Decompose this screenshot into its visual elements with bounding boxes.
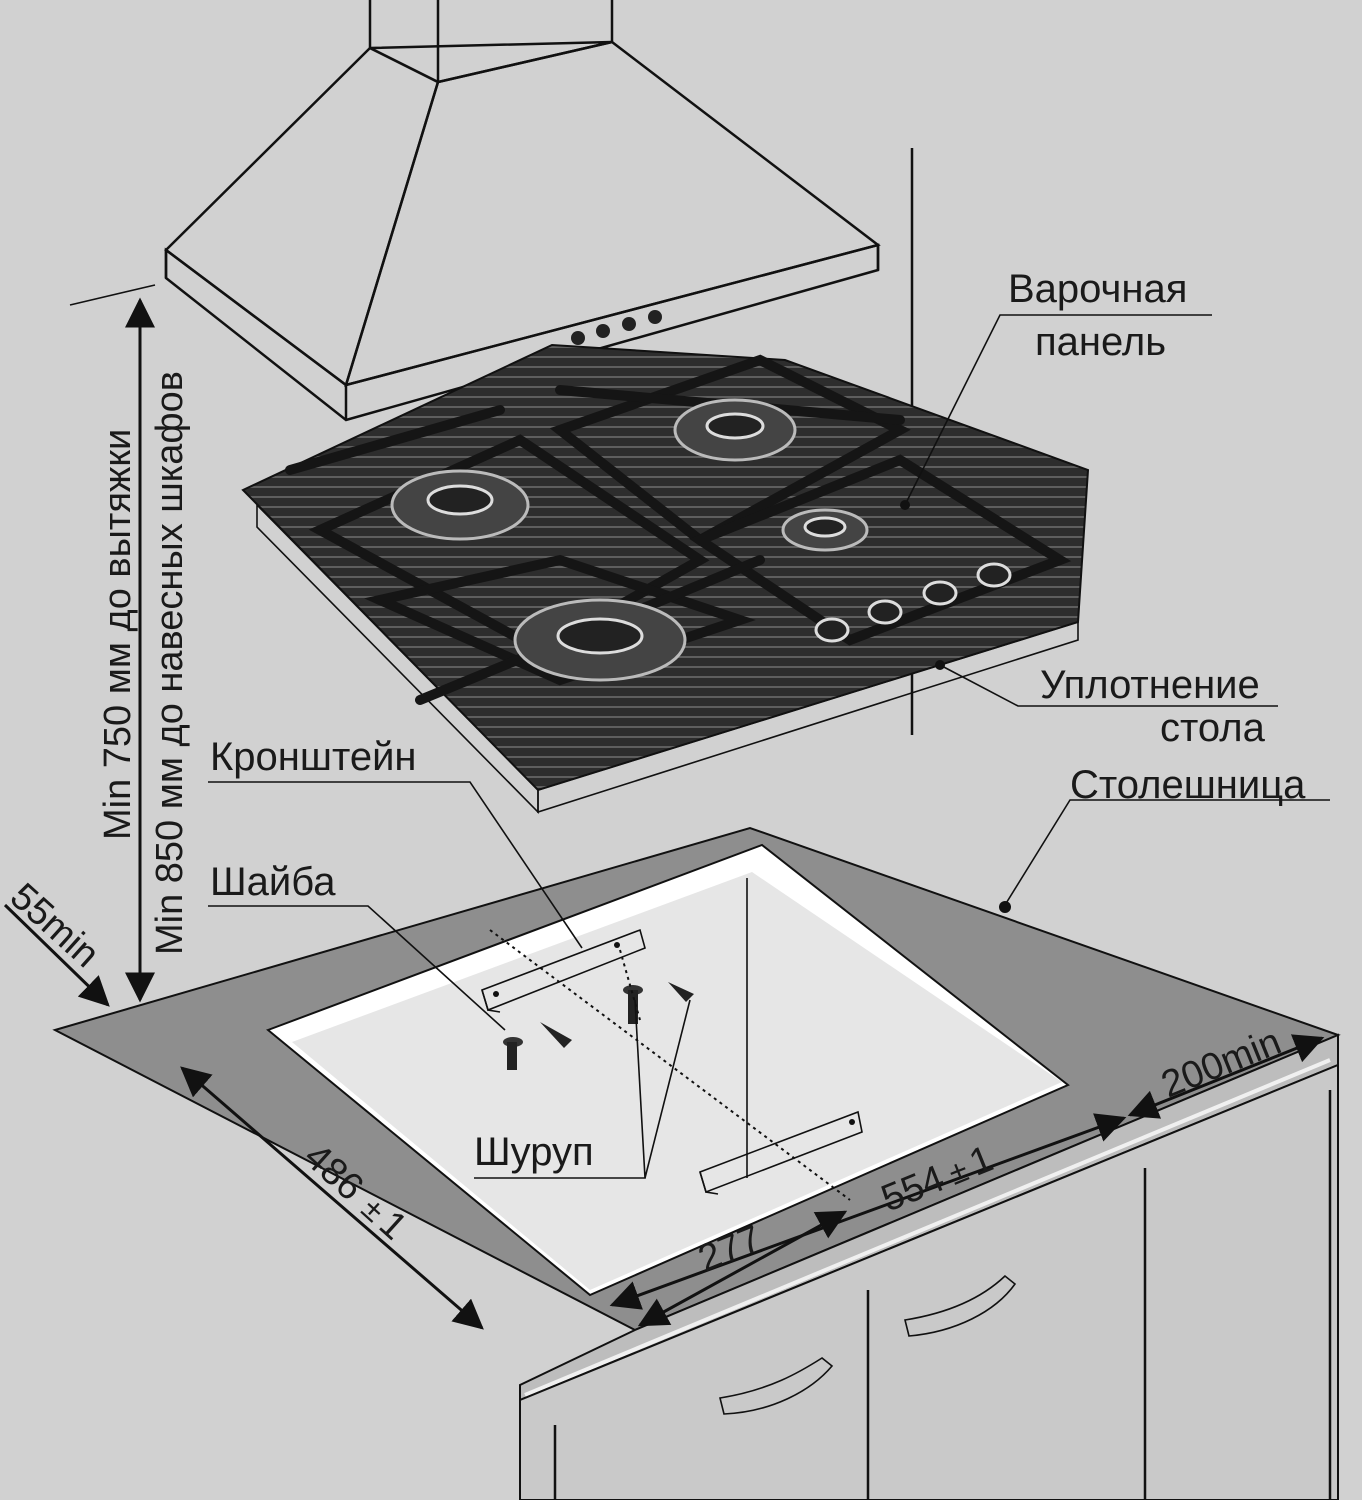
label-seal-line1: Уплотнение: [1040, 663, 1260, 707]
label-screw: Шуруп: [474, 1130, 594, 1174]
dim-vertical-hood: Min 750 мм до вытяжки: [97, 429, 139, 840]
dimension-lines: [3, 284, 1325, 1330]
label-hob-line2: панель: [1035, 320, 1166, 364]
range-hood: [164, 0, 881, 422]
control-knobs: [814, 562, 1012, 643]
left-door-handle: [719, 1357, 834, 1415]
dim-vertical-cabinets: Min 850 мм до навесных шкафов: [149, 371, 191, 955]
screws-and-washers: [503, 982, 694, 1070]
label-hob-line1: Варочная: [1008, 267, 1187, 311]
gas-hob: [241, 343, 1090, 814]
label-seal-line2: стола: [1160, 706, 1266, 750]
label-countertop: Столешница: [1070, 763, 1306, 807]
label-bracket: Кронштейн: [210, 735, 417, 779]
burners: [390, 398, 869, 682]
label-washer: Шайба: [210, 860, 336, 904]
hood-buttons: [571, 310, 662, 345]
bracket-upper: [481, 928, 646, 1013]
dim-edge-front: 55min: [2, 875, 107, 975]
